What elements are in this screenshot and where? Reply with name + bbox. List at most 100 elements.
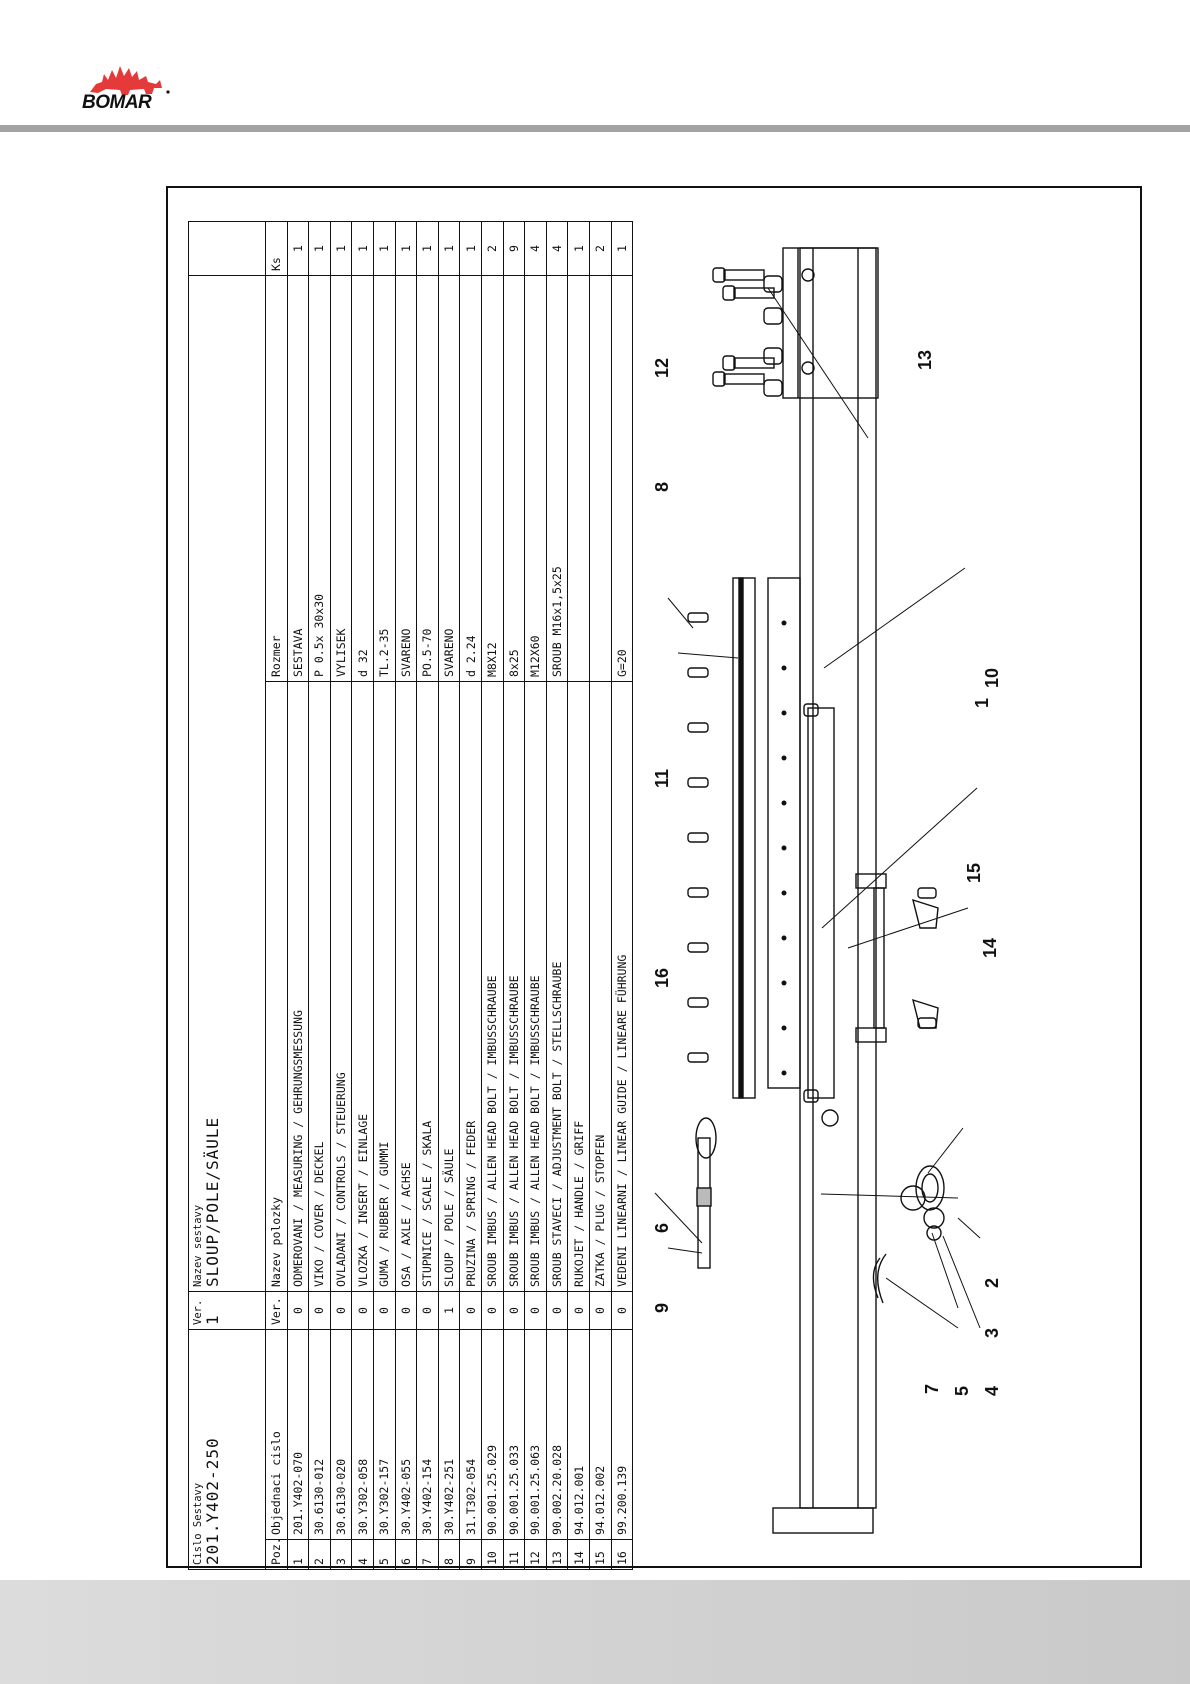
cell-name: ODMEROVANI / MEASURING / GEHRUNGSMESSUNG bbox=[287, 681, 309, 1292]
pole-base bbox=[772, 1507, 874, 1534]
cell-pos: 8 bbox=[438, 1539, 460, 1570]
cell-order-no: 99.200.139 bbox=[611, 1329, 633, 1540]
bolts-11 bbox=[687, 612, 709, 1063]
cell-qty: 1 bbox=[459, 221, 482, 276]
cell-qty: 1 bbox=[395, 221, 417, 276]
cell-pos: 16 bbox=[611, 1539, 633, 1570]
cell-qty: 2 bbox=[481, 221, 504, 276]
cell-name: VEDENI LINEARNI / LINEAR GUIDE / LINEARE… bbox=[611, 681, 633, 1292]
cell-order-no: 30.Y402-055 bbox=[395, 1329, 417, 1540]
cell-size: SVARENO bbox=[438, 275, 460, 682]
callout-5: 5 bbox=[952, 1386, 972, 1396]
assembly-name-cell: Nazev sestavy SLOUP/POLE/SÄULE bbox=[188, 275, 243, 1292]
cell-order-no: 90.001.25.029 bbox=[481, 1329, 504, 1540]
col-pos: Poz. bbox=[265, 1539, 288, 1570]
drawing-frame: 1 2 3 4 5 6 7 8 9 10 11 12 13 14 15 16 bbox=[166, 186, 1142, 1570]
cell-pos: 9 bbox=[459, 1539, 482, 1570]
cell-qty: 1 bbox=[567, 221, 590, 276]
callout-3: 3 bbox=[982, 1328, 1002, 1338]
logo-text: BOMAR bbox=[82, 92, 152, 113]
cell-ver: 0 bbox=[395, 1291, 417, 1330]
callout-16: 16 bbox=[652, 968, 672, 988]
col-item-name: Nazev polozky bbox=[265, 681, 288, 1292]
cell-size: d 2.24 bbox=[459, 275, 482, 682]
cell-size: M12X60 bbox=[524, 275, 547, 682]
cell-pos: 7 bbox=[416, 1539, 439, 1570]
cell-ver: 0 bbox=[503, 1291, 525, 1330]
col-order-no: Objednaci cislo bbox=[265, 1329, 288, 1540]
cell-size bbox=[589, 275, 611, 682]
cell-size: P 0.5x 30x30 bbox=[308, 275, 331, 682]
cell-qty: 4 bbox=[524, 221, 547, 276]
cell-pos: 10 bbox=[481, 1539, 504, 1570]
cell-order-no: 30.Y402-251 bbox=[438, 1329, 460, 1540]
cell-order-no: 30.6130-012 bbox=[308, 1329, 331, 1540]
page-footer bbox=[0, 1580, 1190, 1684]
cell-pos: 3 bbox=[330, 1539, 352, 1570]
header-rule bbox=[0, 125, 1190, 132]
callout-9: 9 bbox=[652, 1303, 672, 1313]
cell-pos: 2 bbox=[308, 1539, 331, 1570]
cell-name: VIKO / COVER / DECKEL bbox=[308, 681, 331, 1292]
pole-body bbox=[799, 247, 877, 1509]
cell-name: OVLADANI / CONTROLS / STEUERUNG bbox=[330, 681, 352, 1292]
assembly-header-row: Cislo Sestavy 201.Y402-250 Ver. 1 Nazev … bbox=[188, 221, 243, 1570]
assembly-version-value: 1 bbox=[203, 1314, 222, 1325]
cell-order-no: 30.Y302-058 bbox=[351, 1329, 374, 1540]
measuring-scale-1 bbox=[807, 707, 835, 1099]
cell-size: SESTAVA bbox=[287, 275, 309, 682]
cell-ver: 0 bbox=[351, 1291, 374, 1330]
col-ver: Ver. bbox=[265, 1291, 288, 1330]
cell-size: SROUB M16x1,5x25 bbox=[546, 275, 568, 682]
cell-size: VYLISEK bbox=[330, 275, 352, 682]
col-size: Rozmer bbox=[265, 275, 288, 682]
cell-name: VLOZKA / INSERT / EINLAGE bbox=[351, 681, 374, 1292]
cell-qty: 1 bbox=[611, 221, 633, 276]
cell-qty: 1 bbox=[351, 221, 374, 276]
cell-ver: 1 bbox=[438, 1291, 460, 1330]
cell-ver: 0 bbox=[459, 1291, 482, 1330]
cell-ver: 0 bbox=[524, 1291, 547, 1330]
cell-pos: 11 bbox=[503, 1539, 525, 1570]
callout-12: 12 bbox=[652, 358, 672, 378]
cell-name: SROUB IMBUS / ALLEN HEAD BOLT / IMBUSSCH… bbox=[503, 681, 525, 1292]
cell-name: SROUB IMBUS / ALLEN HEAD BOLT / IMBUSSCH… bbox=[481, 681, 504, 1292]
cell-qty: 1 bbox=[416, 221, 439, 276]
assembly-name-value: SLOUP/POLE/SÄULE bbox=[203, 1116, 222, 1287]
cell-qty: 1 bbox=[308, 221, 331, 276]
cell-ver: 0 bbox=[589, 1291, 611, 1330]
cell-qty: 4 bbox=[546, 221, 568, 276]
cell-qty: 1 bbox=[287, 221, 309, 276]
cell-pos: 12 bbox=[524, 1539, 547, 1570]
cell-name: GUMA / RUBBER / GUMMI bbox=[373, 681, 396, 1292]
callout-4: 4 bbox=[982, 1386, 1002, 1396]
cell-ver: 0 bbox=[373, 1291, 396, 1330]
stegosaurus-logo-icon bbox=[90, 66, 170, 95]
page-header: BOMAR bbox=[0, 0, 1190, 140]
handle-14 bbox=[855, 873, 939, 1043]
controls-parts bbox=[872, 1165, 945, 1304]
col-qty: Ks bbox=[265, 221, 288, 276]
callout-15: 15 bbox=[964, 863, 984, 883]
cell-pos: 15 bbox=[589, 1539, 611, 1570]
cell-size: M8X12 bbox=[481, 275, 504, 682]
cell-order-no: 90.001.25.063 bbox=[524, 1329, 547, 1540]
exploded-drawing: 1 2 3 4 5 6 7 8 9 10 11 12 13 14 15 16 bbox=[652, 247, 1002, 1534]
assembly-number-cell: Cislo Sestavy 201.Y402-250 bbox=[188, 1329, 243, 1570]
cell-name: SLOUP / POLE / SÄULE bbox=[438, 681, 460, 1292]
cell-pos: 4 bbox=[351, 1539, 374, 1570]
cell-order-no: 94.012.001 bbox=[567, 1329, 590, 1540]
cell-qty: 2 bbox=[589, 221, 611, 276]
cell-ver: 0 bbox=[567, 1291, 590, 1330]
cell-name: SROUB STAVECI / ADJUSTMENT BOLT / STELLS… bbox=[546, 681, 568, 1292]
